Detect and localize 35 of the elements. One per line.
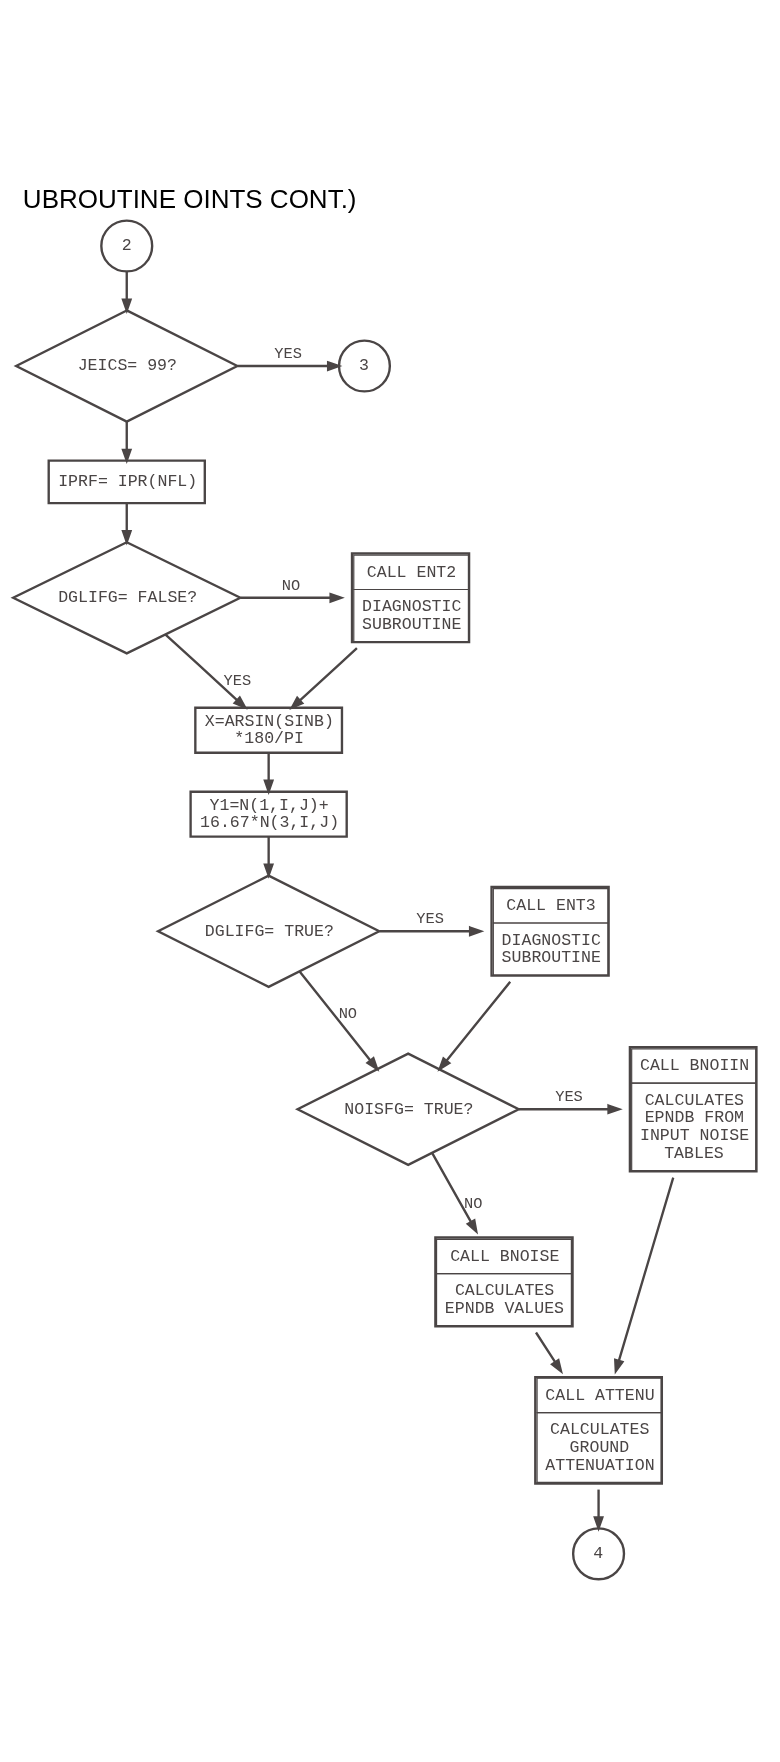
edge-label: YES [274,345,302,364]
edge-label: NO [281,576,301,595]
arrow [614,1177,675,1375]
arrow [289,647,358,711]
arrow [379,925,485,937]
diagram-title: UBROUTINE OINTS CONT.) [22,184,357,215]
arrow [121,271,133,314]
arrow [437,981,512,1072]
node-box: Y1=N(1,I,J)+ 16.67*N(3,I,J) [189,790,348,838]
arrow [263,752,275,795]
arrow [431,1152,479,1235]
arrow [121,503,133,546]
edge-label: YES [416,910,444,929]
node-diamond: DGLIFG= TRUE? [155,874,382,989]
edge-label: NO [338,1005,358,1024]
node-circle: 4 [571,1527,626,1581]
node-circle: 2 [100,219,154,273]
edge-label: YES [223,671,252,690]
arrow [240,592,345,604]
arrow [518,1103,623,1115]
edge-label: YES [555,1088,583,1107]
node-diamond: DGLIFG= FALSE? [10,540,243,655]
arrow [263,836,275,879]
node-circle: 3 [337,339,392,393]
edge-label: NO [464,1195,483,1214]
node-box: X=ARSIN(SINB) *180/PI [194,706,344,754]
arrow [535,1331,563,1375]
arrow [298,970,380,1072]
arrow [237,360,343,372]
arrow [121,421,133,465]
node-diamond: NOISFG= TRUE? [295,1052,522,1167]
arrow [164,633,248,710]
arrow [593,1489,604,1532]
node-diamond: JEICS= 99? [13,309,240,423]
node-box: IPRF= IPR(NFL) [47,459,206,505]
